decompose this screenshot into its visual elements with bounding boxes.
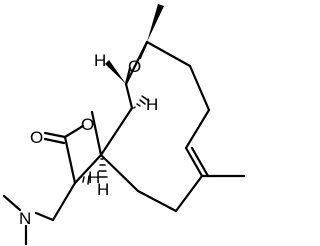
bond-n-methyl-1	[2, 194, 22, 212]
bond-o-lactone-carbonyl-c	[63, 124, 85, 139]
atom-o-carbonyl: O	[30, 128, 43, 147]
atom-h-top: H	[94, 51, 106, 70]
bond-c6-c7	[136, 189, 178, 213]
hash-h-alpha	[77, 175, 90, 185]
bond-ch2-n	[34, 211, 55, 222]
molecule-structure: O O O N H H H H	[2, 4, 246, 246]
hash-h-epoxide	[133, 95, 150, 109]
bond-c5-c6	[174, 174, 204, 213]
bond-c4-c5-double-inner	[190, 146, 210, 178]
bond-carbonyl-c-c-alpha	[63, 135, 77, 185]
bond-c8-c9	[99, 106, 134, 157]
atom-h-alpha: H	[88, 168, 100, 187]
bond-c9-c10	[124, 82, 134, 110]
bond-c7-c8	[99, 153, 140, 193]
wedge-methyl-top	[147, 4, 164, 42]
atom-o-lactone: O	[81, 115, 94, 134]
atom-h-lower: H	[97, 180, 109, 199]
bond-c3-c4	[184, 108, 211, 150]
bond-c2-c3	[188, 64, 211, 112]
bond-c4-c5-double	[184, 146, 204, 178]
bond-c10-o-epoxide	[124, 66, 132, 86]
bond-c-alpha-ch2	[51, 181, 77, 222]
hash-h-lower	[97, 158, 108, 178]
bond-c1-o-epoxide	[138, 40, 149, 60]
bond-carbonyl-double	[43, 131, 67, 139]
bond-carbonyl-double-inner	[43, 137, 66, 145]
bond-c9-o-lactone	[90, 110, 103, 157]
atom-h-epoxide: H	[146, 95, 158, 114]
skeletal-bonds	[2, 40, 246, 246]
bond-c1-c2	[145, 40, 192, 68]
atom-o-epoxide: O	[128, 57, 141, 76]
wedge-h-top	[105, 60, 126, 84]
atom-n: N	[19, 209, 31, 228]
